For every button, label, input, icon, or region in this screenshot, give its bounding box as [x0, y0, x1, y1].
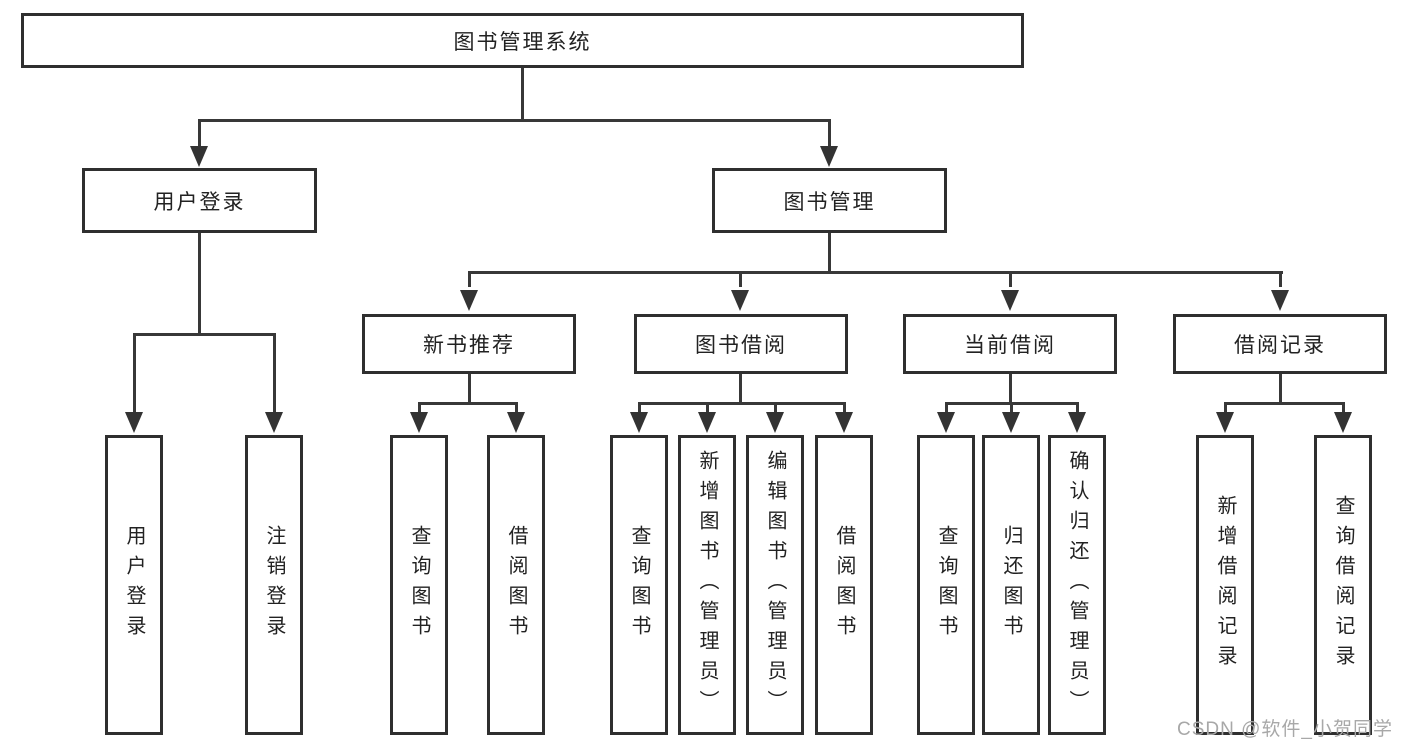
arrowhead-down-icon [125, 412, 143, 433]
arrowhead-down-icon [265, 412, 283, 433]
connector-line [1224, 402, 1345, 405]
connector-line [739, 271, 742, 287]
node-label: 编辑图书（管理员） [764, 450, 786, 720]
arrowhead-down-icon [820, 146, 838, 167]
connector-line [1009, 374, 1012, 404]
node-label: 查询图书 [628, 525, 650, 645]
connector-line [198, 233, 201, 335]
arrowhead-down-icon [1216, 412, 1234, 433]
connector-line [468, 271, 471, 287]
connector-line [1009, 271, 1012, 287]
arrowhead-down-icon [731, 290, 749, 311]
node-leaf-logout: 注销登录 [245, 435, 303, 735]
node-label: 查询借阅记录 [1332, 495, 1354, 675]
node-user-login: 用户登录 [82, 168, 317, 233]
arrowhead-down-icon [1001, 290, 1019, 311]
connector-line [1279, 271, 1282, 287]
node-book-borrowing: 图书借阅 [634, 314, 848, 374]
node-leaf-query-books-1: 查询图书 [390, 435, 448, 735]
node-leaf-confirm-return-admin: 确认归还（管理员） [1048, 435, 1106, 735]
connector-line [468, 374, 471, 404]
node-leaf-borrow-books-2: 借阅图书 [815, 435, 873, 735]
node-label: 图书借阅 [695, 334, 787, 357]
node-borrowing-records: 借阅记录 [1173, 314, 1387, 374]
connector-line [1279, 374, 1282, 404]
arrowhead-down-icon [1334, 412, 1352, 433]
connector-line [638, 402, 846, 405]
connector-line [638, 402, 641, 414]
connector-line [1010, 402, 1013, 414]
connector-line [774, 402, 777, 414]
node-leaf-query-books-3: 查询图书 [917, 435, 975, 735]
node-label: 新书推荐 [423, 334, 515, 357]
connector-line [273, 333, 276, 413]
arrowhead-down-icon [1002, 412, 1020, 433]
connector-line [418, 402, 421, 414]
node-label: 新增图书（管理员） [696, 450, 718, 720]
node-leaf-borrow-books-1: 借阅图书 [487, 435, 545, 735]
node-label: 借阅图书 [505, 525, 527, 645]
node-label: 查询图书 [935, 525, 957, 645]
node-label: 用户登录 [153, 190, 246, 214]
connector-line [133, 333, 136, 413]
node-book-management: 图书管理 [712, 168, 947, 233]
node-label: 注销登录 [263, 525, 285, 645]
connector-line [198, 119, 201, 149]
node-label: 图书管理 [783, 190, 876, 214]
node-leaf-user-login: 用户登录 [105, 435, 163, 735]
node-root: 图书管理系统 [21, 13, 1024, 68]
connector-line [521, 68, 524, 121]
node-label: 新增借阅记录 [1214, 495, 1236, 675]
node-new-book-recommend: 新书推荐 [362, 314, 576, 374]
arrowhead-down-icon [410, 412, 428, 433]
connector-line [468, 271, 1283, 274]
arrowhead-down-icon [507, 412, 525, 433]
watermark: CSDN @软件_小贺同学 [1177, 719, 1393, 740]
connector-line [1076, 402, 1079, 414]
arrowhead-down-icon [698, 412, 716, 433]
arrowhead-down-icon [766, 412, 784, 433]
node-label: 图书管理系统 [453, 30, 592, 54]
arrowhead-down-icon [190, 146, 208, 167]
arrowhead-down-icon [1271, 290, 1289, 311]
node-label: 当前借阅 [964, 334, 1056, 357]
connector-line [706, 402, 709, 414]
arrowhead-down-icon [937, 412, 955, 433]
connector-line [843, 402, 846, 414]
node-leaf-return-books: 归还图书 [982, 435, 1040, 735]
node-label: 借阅记录 [1234, 334, 1326, 357]
connector-line [1224, 402, 1227, 414]
connector-line [1342, 402, 1345, 414]
arrowhead-down-icon [1068, 412, 1086, 433]
connector-line [418, 402, 518, 405]
arrowhead-down-icon [835, 412, 853, 433]
node-leaf-add-books-admin: 新增图书（管理员） [678, 435, 736, 735]
node-leaf-query-books-2: 查询图书 [610, 435, 668, 735]
node-current-borrowing: 当前借阅 [903, 314, 1117, 374]
node-leaf-query-borrow-record: 查询借阅记录 [1314, 435, 1372, 735]
connector-line [133, 333, 276, 336]
node-label: 借阅图书 [833, 525, 855, 645]
connector-line [945, 402, 948, 414]
node-label: 用户登录 [123, 525, 145, 645]
connector-line [828, 119, 831, 149]
node-leaf-add-borrow-record: 新增借阅记录 [1196, 435, 1254, 735]
node-label: 确认归还（管理员） [1066, 450, 1088, 720]
node-leaf-edit-books-admin: 编辑图书（管理员） [746, 435, 804, 735]
connector-line [739, 374, 742, 404]
node-label: 归还图书 [1000, 525, 1022, 645]
arrowhead-down-icon [460, 290, 478, 311]
node-label: 查询图书 [408, 525, 430, 645]
connector-line [515, 402, 518, 414]
connector-line [198, 119, 831, 122]
connector-line [828, 233, 831, 273]
arrowhead-down-icon [630, 412, 648, 433]
